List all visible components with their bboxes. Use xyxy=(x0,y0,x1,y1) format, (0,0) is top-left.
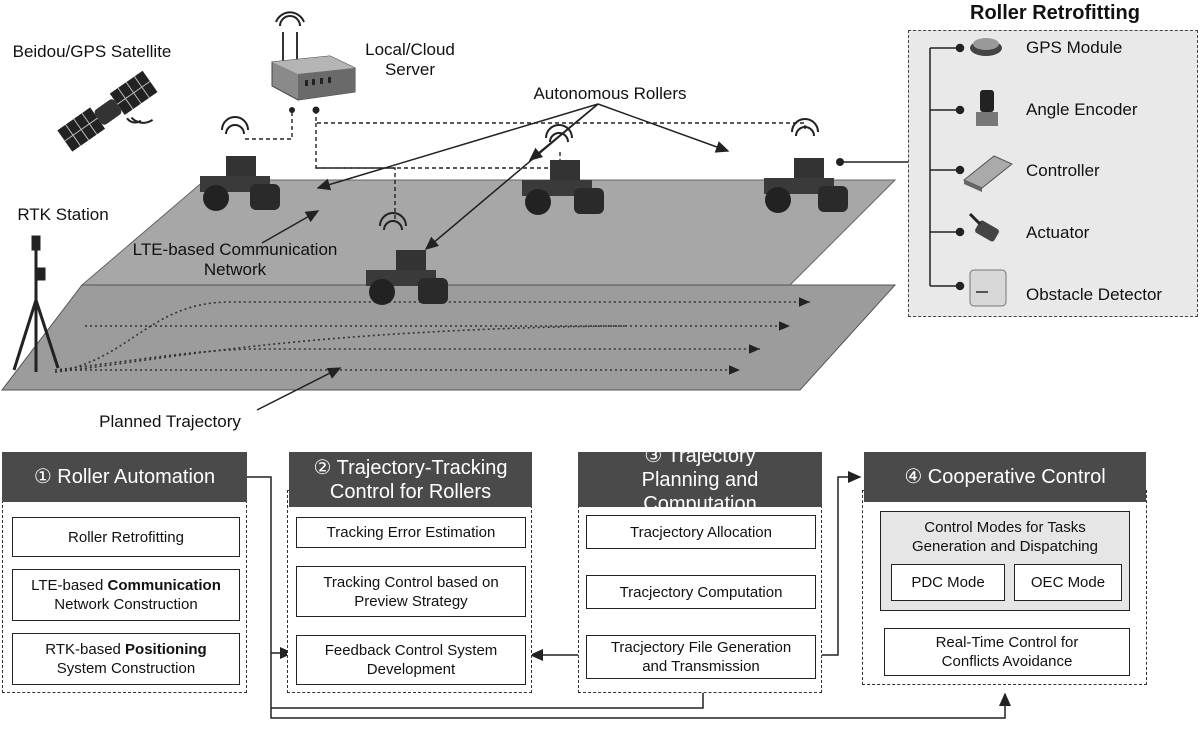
lte-pointer-arrow xyxy=(261,210,320,244)
roller-retrofitting-text: Roller Retrofitting xyxy=(68,528,184,546)
planned-trajectory-lines xyxy=(54,297,810,375)
pdc-mode-text: PDC Mode xyxy=(911,574,985,591)
server-label: Local/Cloud Server xyxy=(365,40,455,79)
roller-icon-3 xyxy=(764,118,848,213)
trajectory-allocation-box: Tracjectory Allocation xyxy=(586,515,816,549)
retrofit-item-actuator: Actuator xyxy=(1026,223,1090,242)
tracking-error-text: Tracking Error Estimation xyxy=(326,524,496,541)
pos-post: System Construction xyxy=(56,660,196,677)
obstacle-detector-icon xyxy=(969,269,1007,307)
comm-post: Network Construction xyxy=(54,596,198,613)
communication-network-box: LTE-based Communication Network Construc… xyxy=(12,569,240,621)
roller-pointer-arrows xyxy=(316,103,730,250)
stage-2-title: ② Trajectory-Tracking Control for Roller… xyxy=(289,452,532,507)
trajectory-computation-box: Tracjectory Computation xyxy=(586,575,816,609)
pdc-mode-box: PDC Mode xyxy=(891,564,1005,601)
tracking-control-box: Tracking Control based on Preview Strate… xyxy=(296,566,526,617)
pos-pre: RTK-based xyxy=(45,641,126,658)
roller-icon-2 xyxy=(522,124,604,215)
server-icon xyxy=(271,11,356,101)
trajectory-allocation-text: Tracjectory Allocation xyxy=(629,523,772,541)
retrofit-panel xyxy=(908,30,1198,317)
retrofit-item-controller: Controller xyxy=(1026,161,1100,180)
real-time-control-box: Real-Time Control for Conflicts Avoidanc… xyxy=(884,628,1130,676)
retrofit-connector-tree xyxy=(929,38,1013,307)
gps-module-icon xyxy=(970,38,1002,56)
retrofit-item-obstacle-detector: Obstacle Detector xyxy=(1026,285,1163,304)
comm-bold: Communication xyxy=(107,577,221,594)
positioning-system-box: RTK-based Positioning System Constructio… xyxy=(12,633,240,685)
control-modes-label: Control Modes for Tasks Generation and D… xyxy=(912,519,1098,555)
comm-pre: LTE-based xyxy=(31,577,108,594)
stage-3-title: ③ Trajectory Planning and Computation xyxy=(578,445,822,515)
satellite-icon xyxy=(57,70,158,152)
satellite-label: Beidou/GPS Satellite xyxy=(12,42,172,61)
trajectory-computation-text: Tracjectory Computation xyxy=(619,583,783,601)
rollers-label: Autonomous Rollers xyxy=(533,84,687,103)
planned-trajectory-label: Planned Trajectory xyxy=(99,412,241,431)
stage-1-title: ① Roller Automation xyxy=(2,452,247,502)
rtk-station-icon xyxy=(12,235,60,372)
trajectory-file-box: Tracjectory File Generation and Transmis… xyxy=(586,635,816,679)
tracking-error-box: Tracking Error Estimation xyxy=(296,517,526,548)
roller-retrofitting-box: Roller Retrofitting xyxy=(12,517,240,557)
oec-mode-text: OEC Mode xyxy=(1030,574,1106,591)
roller-icon-1 xyxy=(200,116,280,211)
controller-icon xyxy=(963,155,1013,192)
feedback-control-text: Feedback Control System Development xyxy=(324,642,498,678)
rtk-label: RTK Station xyxy=(17,205,109,224)
stage-4-title: ④ Cooperative Control xyxy=(864,452,1146,502)
lower-pavement-plane xyxy=(0,284,897,391)
retrofit-title: Roller Retrofitting xyxy=(970,2,1140,24)
tracking-control-text: Tracking Control based on Preview Strate… xyxy=(323,573,499,610)
oec-mode-box: OEC Mode xyxy=(1014,564,1122,601)
feedback-control-box: Feedback Control System Development xyxy=(296,635,526,685)
real-time-control-text: Real-Time Control for Conflicts Avoidanc… xyxy=(935,634,1079,670)
trajectory-file-text: Tracjectory File Generation and Transmis… xyxy=(610,639,792,675)
pos-bold: Positioning xyxy=(125,641,207,658)
lte-network-label: LTE-based Communication Network xyxy=(132,240,338,279)
actuator-icon xyxy=(968,212,999,242)
retrofit-item-angle-encoder: Angle Encoder xyxy=(1026,100,1138,119)
retrofit-item-gps-module: GPS Module xyxy=(1026,38,1123,57)
trajectory-pointer-arrow xyxy=(256,367,342,411)
scene-illustration xyxy=(0,11,930,411)
angle-encoder-icon xyxy=(976,90,998,126)
roller-icon-4 xyxy=(366,212,448,305)
